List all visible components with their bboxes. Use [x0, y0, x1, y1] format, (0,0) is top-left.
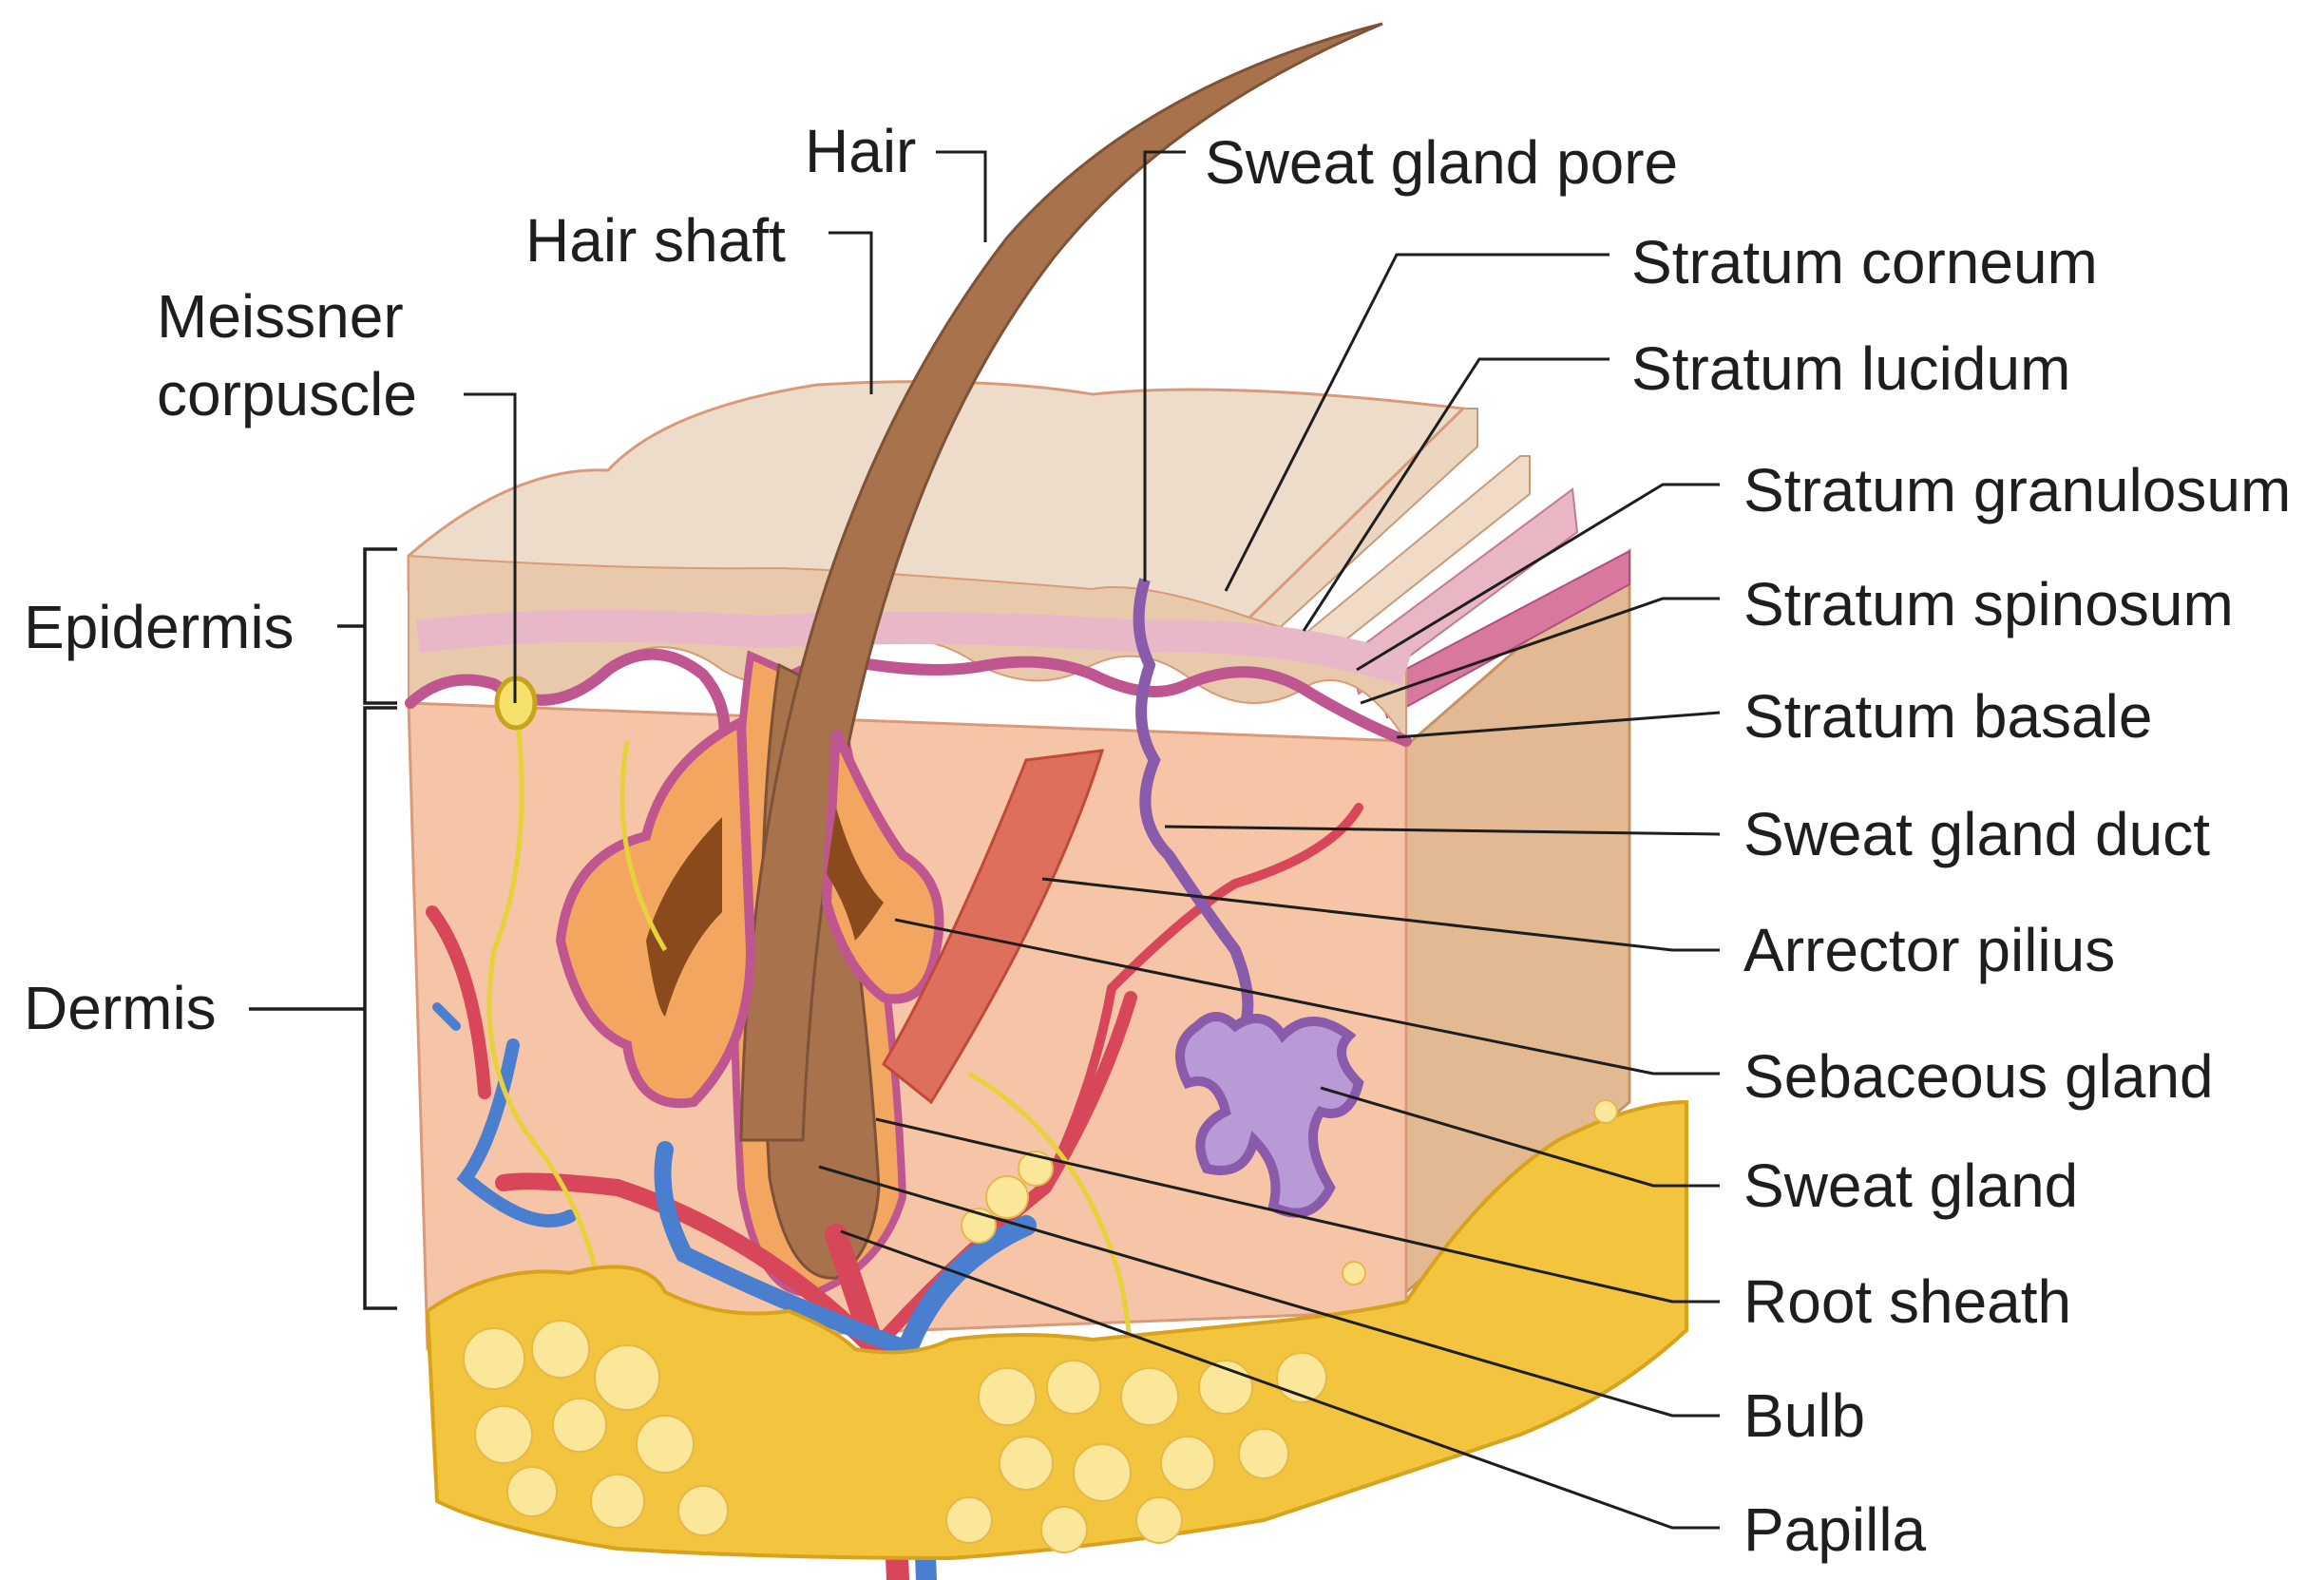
label-stratum-lucidum: Stratum lucidum [1631, 334, 2070, 403]
label-meissner-line1: Meissner [157, 282, 404, 351]
label-bulb: Bulb [1743, 1381, 1865, 1450]
label-dermis: Dermis [24, 974, 217, 1042]
label-epidermis: Epidermis [24, 593, 295, 661]
label-stratum-basale: Stratum basale [1743, 682, 2152, 751]
label-sweat-gland-duct: Sweat gland duct [1743, 800, 2210, 868]
label-hair-shaft: Hair shaft [525, 206, 786, 275]
label-sebaceous-gland: Sebaceous gland [1743, 1042, 2214, 1111]
label-stratum-spinosum: Stratum spinosum [1743, 570, 2234, 638]
label-stratum-granulosum: Stratum granulosum [1743, 456, 2291, 524]
label-hair: Hair [805, 117, 916, 185]
label-stratum-corneum: Stratum corneum [1631, 228, 2098, 296]
dermis-bracket [249, 708, 397, 1308]
label-root-sheath: Root sheath [1743, 1267, 2071, 1336]
label-arrector-pilius: Arrector pilius [1743, 916, 2115, 984]
leader-hair-shaft [829, 233, 871, 394]
label-papilla: Papilla [1743, 1495, 1927, 1564]
epidermis-bracket [337, 549, 397, 703]
leader-hair [936, 152, 985, 242]
label-sweat-gland: Sweat gland [1743, 1152, 2078, 1220]
label-sweat-gland-pore: Sweat gland pore [1205, 128, 1678, 197]
label-meissner-line2: corpuscle [157, 360, 417, 428]
